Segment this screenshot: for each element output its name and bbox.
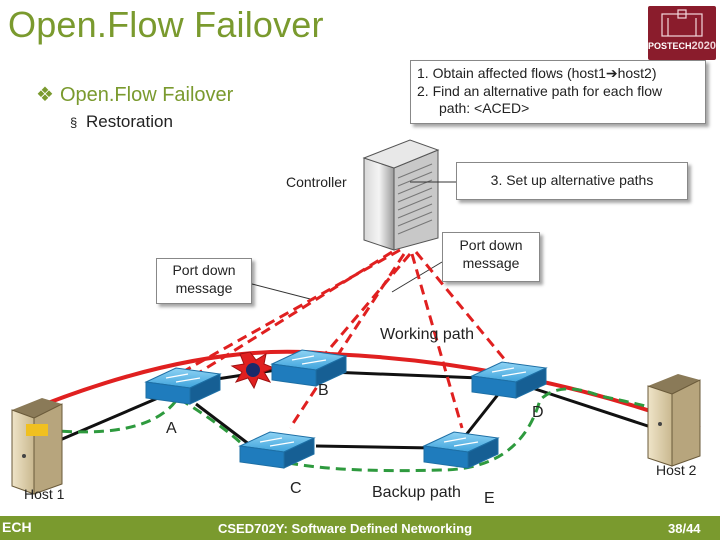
arrow-right-icon: ➔ xyxy=(605,65,618,81)
logo-text: POSTECH2020 xyxy=(648,40,716,52)
switch-e-label: E xyxy=(484,490,495,507)
physical-links xyxy=(45,366,661,450)
logo-year: 2020 xyxy=(691,40,716,52)
working-path-line xyxy=(19,349,701,430)
callout-pd-right-pointer xyxy=(391,261,443,293)
controller-label: Controller xyxy=(286,174,347,190)
switch-a-icon xyxy=(144,367,222,405)
backup-path-label: Backup path xyxy=(372,484,461,501)
host2-computer-icon xyxy=(647,374,701,467)
switch-d-icon xyxy=(470,361,548,399)
diamond-bullet-icon: ❖ xyxy=(36,84,54,106)
footer-page-number: 38/44 xyxy=(668,521,701,536)
working-path-label: Working path xyxy=(380,326,474,343)
footer-course-title: CSED702Y: Software Defined Networking xyxy=(218,521,473,536)
steps-line3: path: <ACED> xyxy=(439,100,530,116)
link-failure-icon xyxy=(230,351,276,390)
university-logo xyxy=(648,6,716,60)
bullet-level1-text: Open.Flow Failover xyxy=(59,84,234,106)
setup-paths-callout: 3. Set up alternative paths xyxy=(456,162,688,200)
bullet-level1: ❖Open.Flow Failover xyxy=(36,82,233,107)
footer-bar xyxy=(0,516,720,540)
steps-line1: 1. Obtain affected flows (host1➔host2) xyxy=(417,65,699,83)
logo-emblem-icon xyxy=(661,9,703,37)
bullet-level2-text: Restoration xyxy=(85,112,173,131)
switch-b-label: B xyxy=(318,382,329,399)
port-down-callout-right: Port down message xyxy=(442,232,540,282)
footer-left-text: ECH xyxy=(2,519,32,535)
logo-name: POSTECH xyxy=(648,41,692,51)
switch-c-label: C xyxy=(290,480,302,497)
switch-a-label: A xyxy=(166,420,177,437)
switch-e-icon xyxy=(422,431,500,469)
callout-pd-left-pointer xyxy=(251,283,315,301)
section-bullet-icon: § xyxy=(70,115,78,130)
steps-line2: 2. Find an alternative path for each flo… xyxy=(417,82,663,99)
control-messages xyxy=(185,248,512,429)
slide-title: Open.Flow Failover xyxy=(8,4,324,45)
switch-c-icon xyxy=(238,431,316,469)
switch-d-label: D xyxy=(532,404,544,421)
switch-b-icon xyxy=(270,349,348,387)
steps-callout: 1. Obtain affected flows (host1➔host2) 2… xyxy=(410,60,706,124)
controller-server-icon xyxy=(362,139,440,251)
backup-path-line xyxy=(45,387,661,473)
host1-computer-icon xyxy=(11,398,63,495)
bullet-level2: § Restoration xyxy=(70,112,173,132)
host2-label: Host 2 xyxy=(656,462,697,478)
steps-line1-text: 1. Obtain affected flows (host1 xyxy=(417,65,606,81)
port-down-callout-left: Port down message xyxy=(156,258,252,304)
host1-label: Host 1 xyxy=(24,486,65,502)
steps-line1-end: host2) xyxy=(617,65,657,81)
